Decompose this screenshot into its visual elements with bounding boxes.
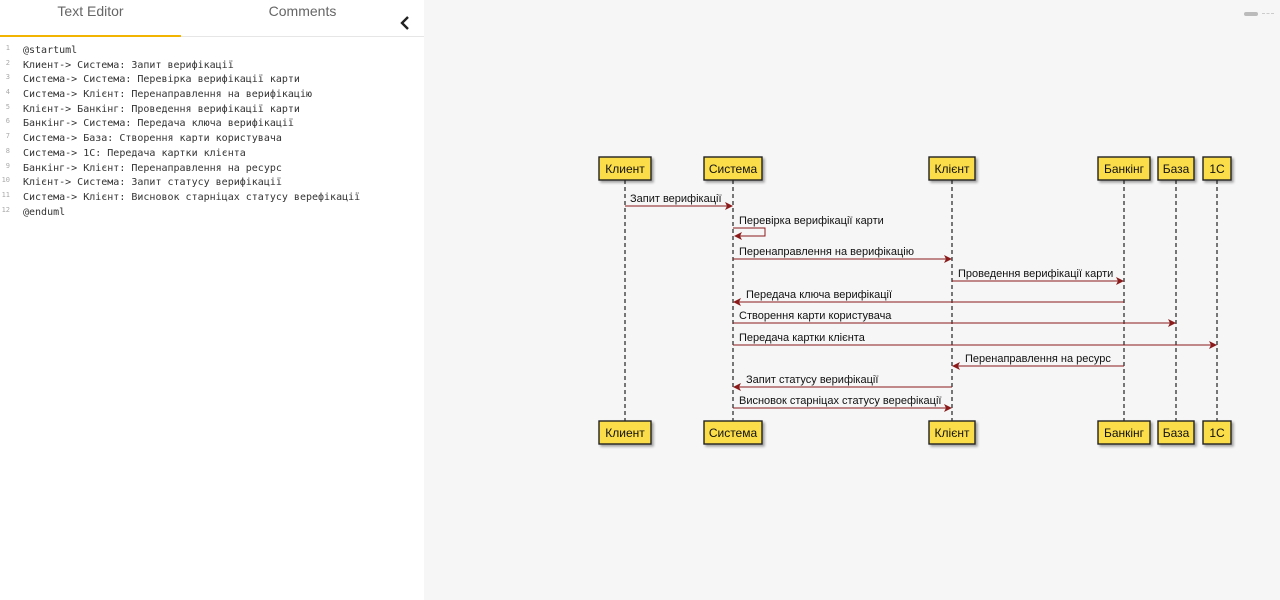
code-line[interactable]: 2 Клиент-> Система: Запит верифікації bbox=[0, 59, 424, 74]
line-number: 3 bbox=[5, 73, 10, 82]
code-line[interactable]: 10 Клієнт-> Система: Запит статусу верифі… bbox=[0, 176, 424, 191]
message-label: Передача ключа верифікації bbox=[746, 289, 892, 301]
panel-tabs: Text Editor Comments bbox=[0, 0, 424, 37]
line-number: 5 bbox=[5, 102, 10, 111]
line-number: 11 bbox=[1, 190, 10, 199]
line-number: 4 bbox=[5, 88, 10, 97]
participant-label: Клієнт bbox=[935, 162, 970, 176]
participant-box bbox=[1202, 156, 1232, 181]
code-line[interactable]: 6 Банкінг-> Система: Передача ключа вериф… bbox=[0, 117, 424, 132]
participant-label: Клиент bbox=[605, 162, 645, 176]
participant-label: Система bbox=[709, 426, 758, 440]
code-editor[interactable]: 1 @startuml 2 Клиент-> Система: Запит вериф… bbox=[0, 44, 424, 220]
participant-box bbox=[703, 156, 763, 181]
participant-box bbox=[1157, 156, 1195, 181]
participant-label: Банкінг bbox=[1104, 162, 1145, 176]
tab-comments[interactable]: Comments bbox=[181, 0, 424, 36]
message-label: Перенаправлення на верифікацію bbox=[739, 246, 914, 258]
participant-label: Клієнт bbox=[935, 426, 970, 440]
participant-label: Клиент bbox=[605, 426, 645, 440]
sequence-diagram: КлиентКлиентСистемаСистемаКлієнтКлієнтБа… bbox=[598, 156, 1232, 445]
code-line-text: @enduml bbox=[23, 206, 66, 218]
message-label: Перевірка верифікації карти bbox=[739, 215, 884, 227]
code-line[interactable]: 9 Банкінг-> Клієнт: Перенаправлення на ре… bbox=[0, 162, 424, 177]
code-line-text: Система-> Клієнт: Висновок старніцах ста… bbox=[23, 191, 361, 203]
code-line-text: Система-> Система: Перевірка верифікації… bbox=[23, 74, 300, 86]
message-label: Запит статусу верифікації bbox=[746, 374, 878, 386]
tab-text-editor-label: Text Editor bbox=[57, 3, 124, 19]
message-label: Висновок старніцах статусу верефікації bbox=[739, 395, 941, 407]
code-line-text: Клієнт-> Система: Запит статусу верифіка… bbox=[23, 177, 282, 189]
code-line[interactable]: 7 Система-> База: Створення карти користу… bbox=[0, 132, 424, 147]
minimize-icon[interactable] bbox=[1244, 12, 1258, 16]
participant-box bbox=[598, 156, 652, 181]
code-line[interactable]: 3 Система-> Система: Перевірка верифікаці… bbox=[0, 73, 424, 88]
code-line[interactable]: 11 Система-> Клієнт: Висновок старніцах с… bbox=[0, 191, 424, 206]
participant-box bbox=[928, 156, 976, 181]
editor-panel: Text Editor Comments 1 @startuml 2 Клиент->… bbox=[0, 0, 424, 600]
message-label: Запит верифікації bbox=[630, 193, 722, 205]
participant-label: База bbox=[1163, 162, 1190, 176]
participant-box bbox=[1097, 156, 1151, 181]
message-label: Проведення верифікації карти bbox=[958, 268, 1113, 280]
line-number: 2 bbox=[5, 58, 10, 67]
code-line-text: Клиент-> Система: Запит верифікації bbox=[23, 59, 234, 71]
tab-comments-label: Comments bbox=[268, 3, 337, 19]
code-line-text: Система-> 1С: Передача картки клієнта bbox=[23, 147, 246, 159]
code-line-text: Система-> Клієнт: Перенаправлення на вер… bbox=[23, 89, 312, 101]
participant-label: 1С bbox=[1209, 162, 1225, 176]
participant-label: 1С bbox=[1209, 426, 1225, 440]
line-number: 7 bbox=[5, 132, 10, 141]
participant-box bbox=[1097, 420, 1151, 445]
code-line[interactable]: 4 Система-> Клієнт: Перенаправлення на ве… bbox=[0, 88, 424, 103]
code-line[interactable]: 8 Система-> 1С: Передача картки клієнта bbox=[0, 147, 424, 162]
participant-label: Система bbox=[709, 162, 758, 176]
message-label: Передача картки клієнта bbox=[739, 332, 866, 344]
participant-label: Банкінг bbox=[1104, 426, 1145, 440]
line-number: 8 bbox=[5, 146, 10, 155]
code-line-text: Банкінг-> Система: Передача ключа верифі… bbox=[23, 118, 294, 130]
code-line-text: Система-> База: Створення карти користув… bbox=[23, 133, 282, 145]
participant-label: База bbox=[1163, 426, 1190, 440]
line-number: 6 bbox=[5, 117, 10, 126]
code-line-text: Банкінг-> Клієнт: Перенаправлення на рес… bbox=[23, 162, 282, 174]
participant-box bbox=[703, 420, 763, 445]
participant-box bbox=[1157, 420, 1195, 445]
self-message-arrow bbox=[733, 227, 766, 240]
message-label: Створення карти користувача bbox=[739, 310, 892, 322]
participant-box bbox=[598, 420, 652, 445]
message-label: Перенаправлення на ресурс bbox=[965, 353, 1111, 365]
code-line[interactable]: 1 @startuml bbox=[0, 44, 424, 59]
code-line-text: Клієнт-> Банкінг: Проведення верифікації… bbox=[23, 103, 300, 115]
line-number: 12 bbox=[1, 205, 10, 214]
line-number: 1 bbox=[5, 44, 10, 52]
line-number: 10 bbox=[1, 176, 10, 185]
dashed-line-icon bbox=[1262, 13, 1274, 16]
line-number: 9 bbox=[5, 161, 10, 170]
code-line-text: @startuml bbox=[23, 45, 78, 56]
code-line[interactable]: 5 Клієнт-> Банкінг: Проведення верифікаці… bbox=[0, 103, 424, 118]
code-line[interactable]: 12 @enduml bbox=[0, 206, 424, 221]
participant-box bbox=[928, 420, 976, 445]
participant-box bbox=[1202, 420, 1232, 445]
tab-text-editor[interactable]: Text Editor bbox=[0, 0, 181, 37]
chevron-left-icon[interactable] bbox=[398, 14, 412, 32]
